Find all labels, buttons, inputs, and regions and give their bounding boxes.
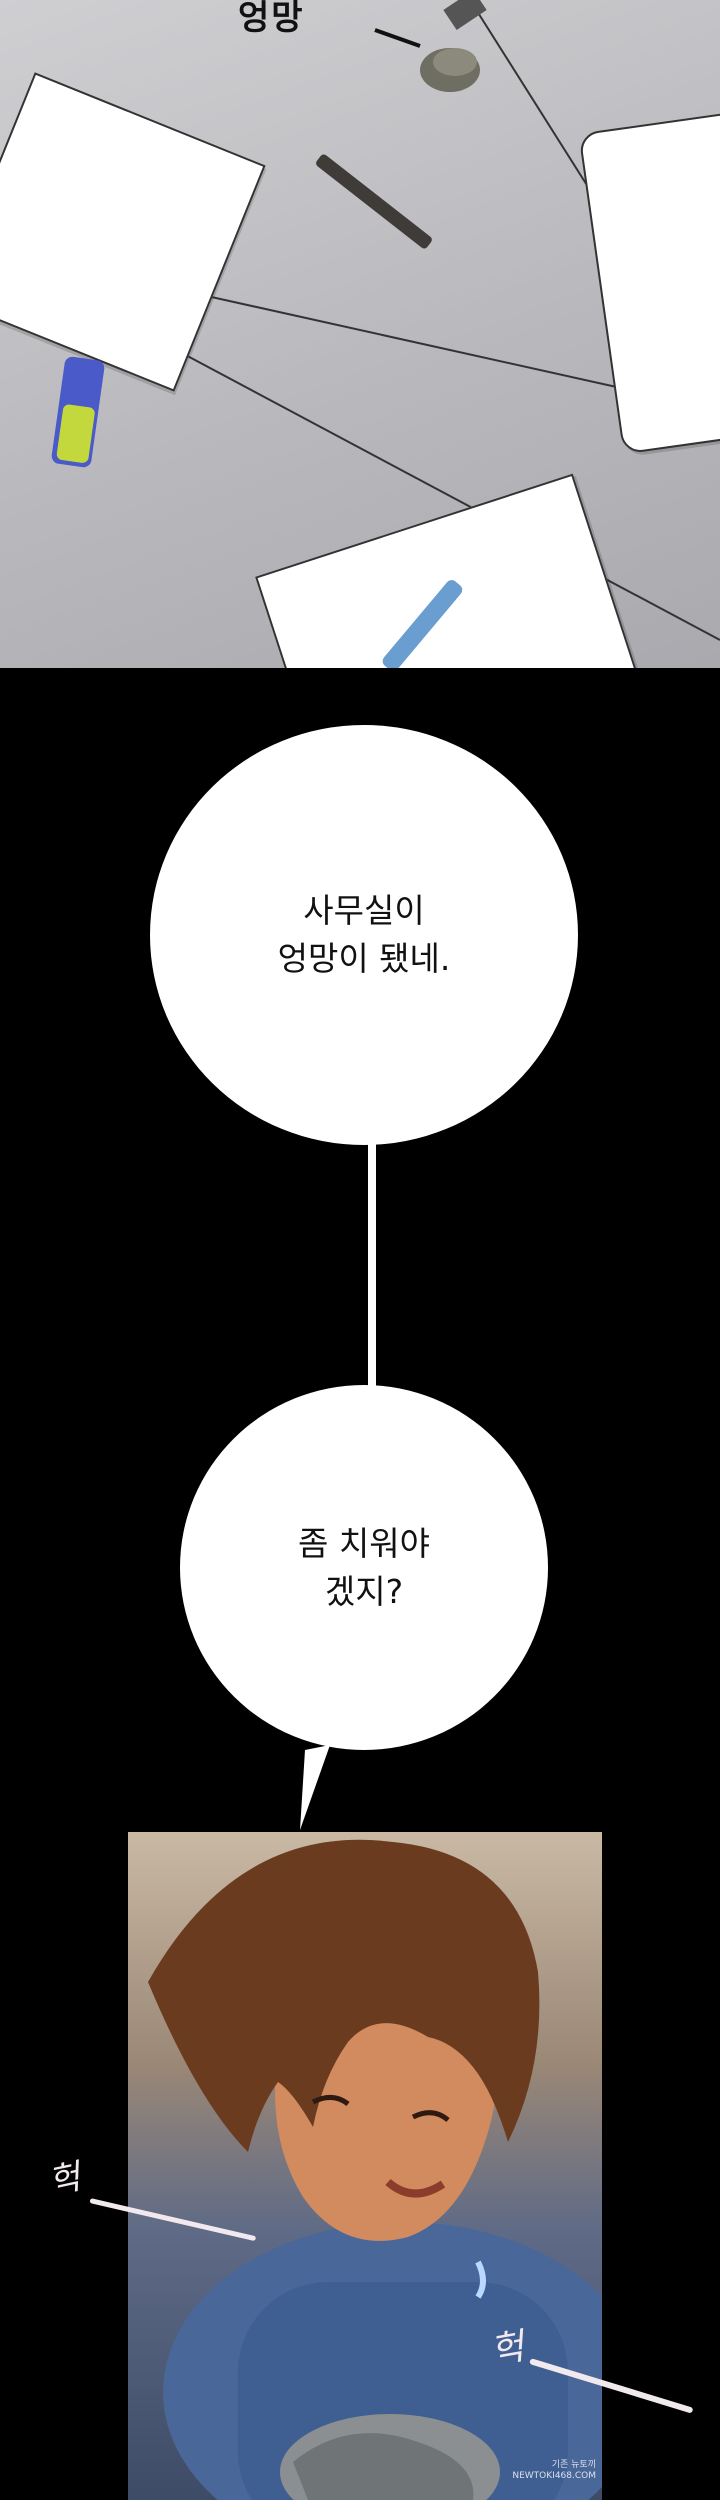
character-panel: 기존 뉴토끼 NEWTOKI468.COM (128, 1832, 602, 2500)
speech-text-office-mess: 사무실이 엉망이 됐네. (277, 891, 451, 978)
speech-bubble-clean-up: 좀 치워야 겠지? (180, 1385, 548, 1750)
watermark: 기존 뉴토끼 NEWTOKI468.COM (512, 2460, 596, 2481)
speech-bubble-office-mess: 사무실이 엉망이 됐네. (150, 725, 578, 1145)
character-illustration (148, 1839, 602, 2500)
speech-text-clean-up: 좀 치워야 겠지? (298, 1523, 430, 1611)
sfx-text-top: 엉망 (238, 0, 305, 38)
office-floor-panel: 엉망 (0, 0, 720, 668)
bubble-connector (368, 1130, 376, 1390)
office-objects (51, 0, 487, 668)
